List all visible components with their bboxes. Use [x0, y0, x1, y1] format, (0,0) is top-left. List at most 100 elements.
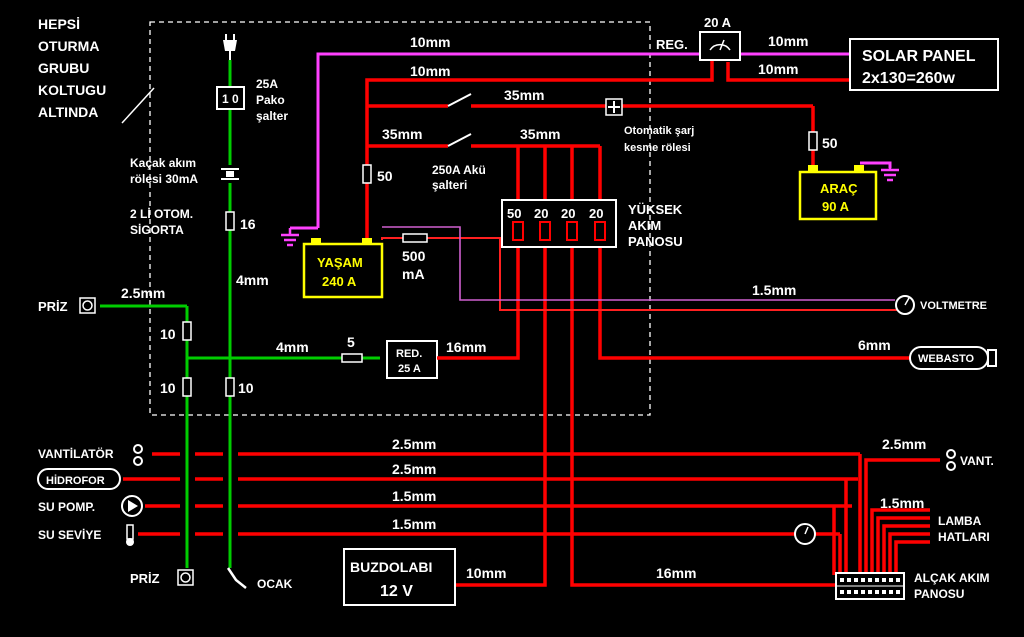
high-current-panel-label: YÜKSEK AKIM PANOSU [628, 202, 683, 249]
vent-right-icon [946, 449, 956, 471]
svg-text:HEPSİ: HEPSİ [38, 16, 80, 32]
svg-text:BUZDOLABI: BUZDOLABI [350, 559, 432, 575]
fan-icon [133, 444, 143, 466]
svg-text:ALÇAK AKIM: ALÇAK AKIM [914, 571, 990, 585]
house-battery: YAŞAM 240 A [302, 238, 384, 299]
green-4mm-horizontal-label: 4mm [276, 339, 309, 355]
socket-bottom-label: PRİZ [130, 571, 160, 586]
svg-text:WEBASTO: WEBASTO [918, 353, 974, 365]
svg-text:0: 0 [232, 92, 239, 106]
socket-bottom-icon [177, 569, 194, 586]
fuse-5 [341, 353, 363, 363]
fan-label: VANTİLATÖR [38, 446, 114, 461]
note-pointer-line [121, 87, 155, 124]
svg-text:ARAÇ: ARAÇ [820, 181, 858, 196]
low-panel-feed-label: 16mm [656, 565, 696, 581]
red-16mm-label: 16mm [446, 339, 486, 355]
fuse-50-left-label: 50 [377, 168, 393, 184]
red-10mm-label: 10mm [410, 63, 450, 79]
fuse-50-left [362, 164, 372, 184]
svg-text:YÜKSEK: YÜKSEK [628, 202, 683, 217]
water-level-icon [126, 524, 134, 546]
pump-hydrophore: HİDROFOR [37, 468, 121, 490]
breaker-label: 2 Lİ OTOM. SİGORTA [130, 206, 193, 237]
low-current-panel-label: ALÇAK AKIM PANOSU [914, 571, 990, 601]
svg-text:500: 500 [402, 248, 426, 264]
stove-switch-icon [226, 567, 247, 589]
fuse-10-b [182, 377, 192, 397]
fuse-10-a [182, 321, 192, 341]
fuse-16 [225, 211, 235, 231]
svg-text:HİDROFOR: HİDROFOR [46, 474, 105, 487]
svg-text:ALTINDA: ALTINDA [38, 104, 98, 120]
rcd-label: Kaçak akım rölesi 30mA [130, 156, 198, 186]
svg-text:90 A: 90 A [822, 199, 850, 214]
svg-text:şalteri: şalteri [432, 178, 467, 192]
svg-text:250A Akü: 250A Akü [432, 163, 486, 177]
plug-icon [223, 34, 237, 60]
svg-text:rölesi 30mA: rölesi 30mA [130, 172, 198, 186]
ground-icon-right [881, 163, 899, 182]
fuse-5-label: 5 [347, 334, 355, 350]
vent-right-label: VANT. [960, 454, 994, 468]
stove-label: OCAK [257, 577, 293, 591]
bus-label-2: 2.5mm [392, 461, 436, 477]
bus-label-4: 1.5mm [392, 516, 436, 532]
svg-text:SOLAR PANEL: SOLAR PANEL [862, 48, 976, 65]
enclosure-note: HEPSİ OTURMA GRUBU KOLTUGU ALTINDA [38, 16, 106, 120]
voltmeter-icon [895, 295, 915, 315]
regulator-symbol [699, 31, 741, 61]
svg-text:şalter: şalter [256, 109, 288, 123]
fuse-10-c [225, 377, 235, 397]
green-4mm-vertical-label: 4mm [236, 272, 269, 288]
svg-text:Pako: Pako [256, 93, 285, 107]
svg-text:PANOSU: PANOSU [628, 234, 683, 249]
fuse-10-c-label: 10 [238, 380, 254, 396]
pako-switch: 1 0 [216, 86, 245, 110]
green-ac-wiring [100, 60, 380, 568]
svg-text:12 V: 12 V [380, 583, 413, 600]
svg-text:OTURMA: OTURMA [38, 38, 99, 54]
fuse-50-right [808, 131, 818, 151]
vehicle-battery: ARAÇ 90 A [798, 165, 878, 221]
fuse-10-b-label: 10 [160, 380, 176, 396]
svg-text:Otomatik şarj: Otomatik şarj [624, 125, 694, 137]
fuse-10-a-label: 10 [160, 326, 176, 342]
fuse-16-label: 16 [240, 216, 256, 232]
svg-text:RED.: RED. [396, 348, 422, 360]
pako-switch-label: 25A Pako şalter [256, 77, 288, 123]
ground-icon-left [281, 228, 299, 247]
voltmeter-sense-wire [382, 226, 895, 301]
solar-10mm-b-label: 10mm [758, 61, 798, 77]
bus-label-1: 2.5mm [392, 436, 436, 452]
low-current-bus [123, 452, 940, 575]
water-level-label: SU SEVİYE [38, 527, 101, 542]
reg-label: REG. [656, 37, 688, 52]
charge-relay-symbol [605, 98, 623, 116]
svg-text:mA: mA [402, 266, 425, 282]
voltmeter-wire-label: 1.5mm [752, 282, 796, 298]
fuse-50-right-label: 50 [822, 135, 838, 151]
svg-text:PANOSU: PANOSU [914, 587, 964, 601]
seat-enclosure-outline [149, 21, 651, 416]
webasto-heater: WEBASTO [909, 346, 997, 370]
high-current-panel: 50 20 20 20 [501, 199, 617, 248]
reducer-box: RED. 25 A [386, 340, 438, 379]
svg-text:20: 20 [589, 206, 603, 221]
svg-text:LAMBA: LAMBA [938, 514, 982, 528]
lamp-lines-label: LAMBA HATLARI [938, 514, 990, 544]
battery-switch-symbol [447, 93, 472, 147]
svg-text:20: 20 [534, 206, 548, 221]
water-pump-icon [121, 495, 143, 517]
svg-text:20: 20 [561, 206, 575, 221]
reg-amp-label: 20 A [704, 15, 732, 30]
svg-text:2x130=260w: 2x130=260w [862, 70, 956, 87]
svg-text:YAŞAM: YAŞAM [317, 255, 363, 270]
svg-text:240 A: 240 A [322, 274, 357, 289]
rcd-symbol [221, 165, 239, 183]
charge-relay-label: Otomatik şarj kesme rölesi [624, 125, 694, 154]
solar-10mm-a-label: 10mm [768, 33, 808, 49]
water-pump-label: SU POMP. [38, 500, 95, 514]
magenta-10mm-label: 10mm [410, 34, 450, 50]
